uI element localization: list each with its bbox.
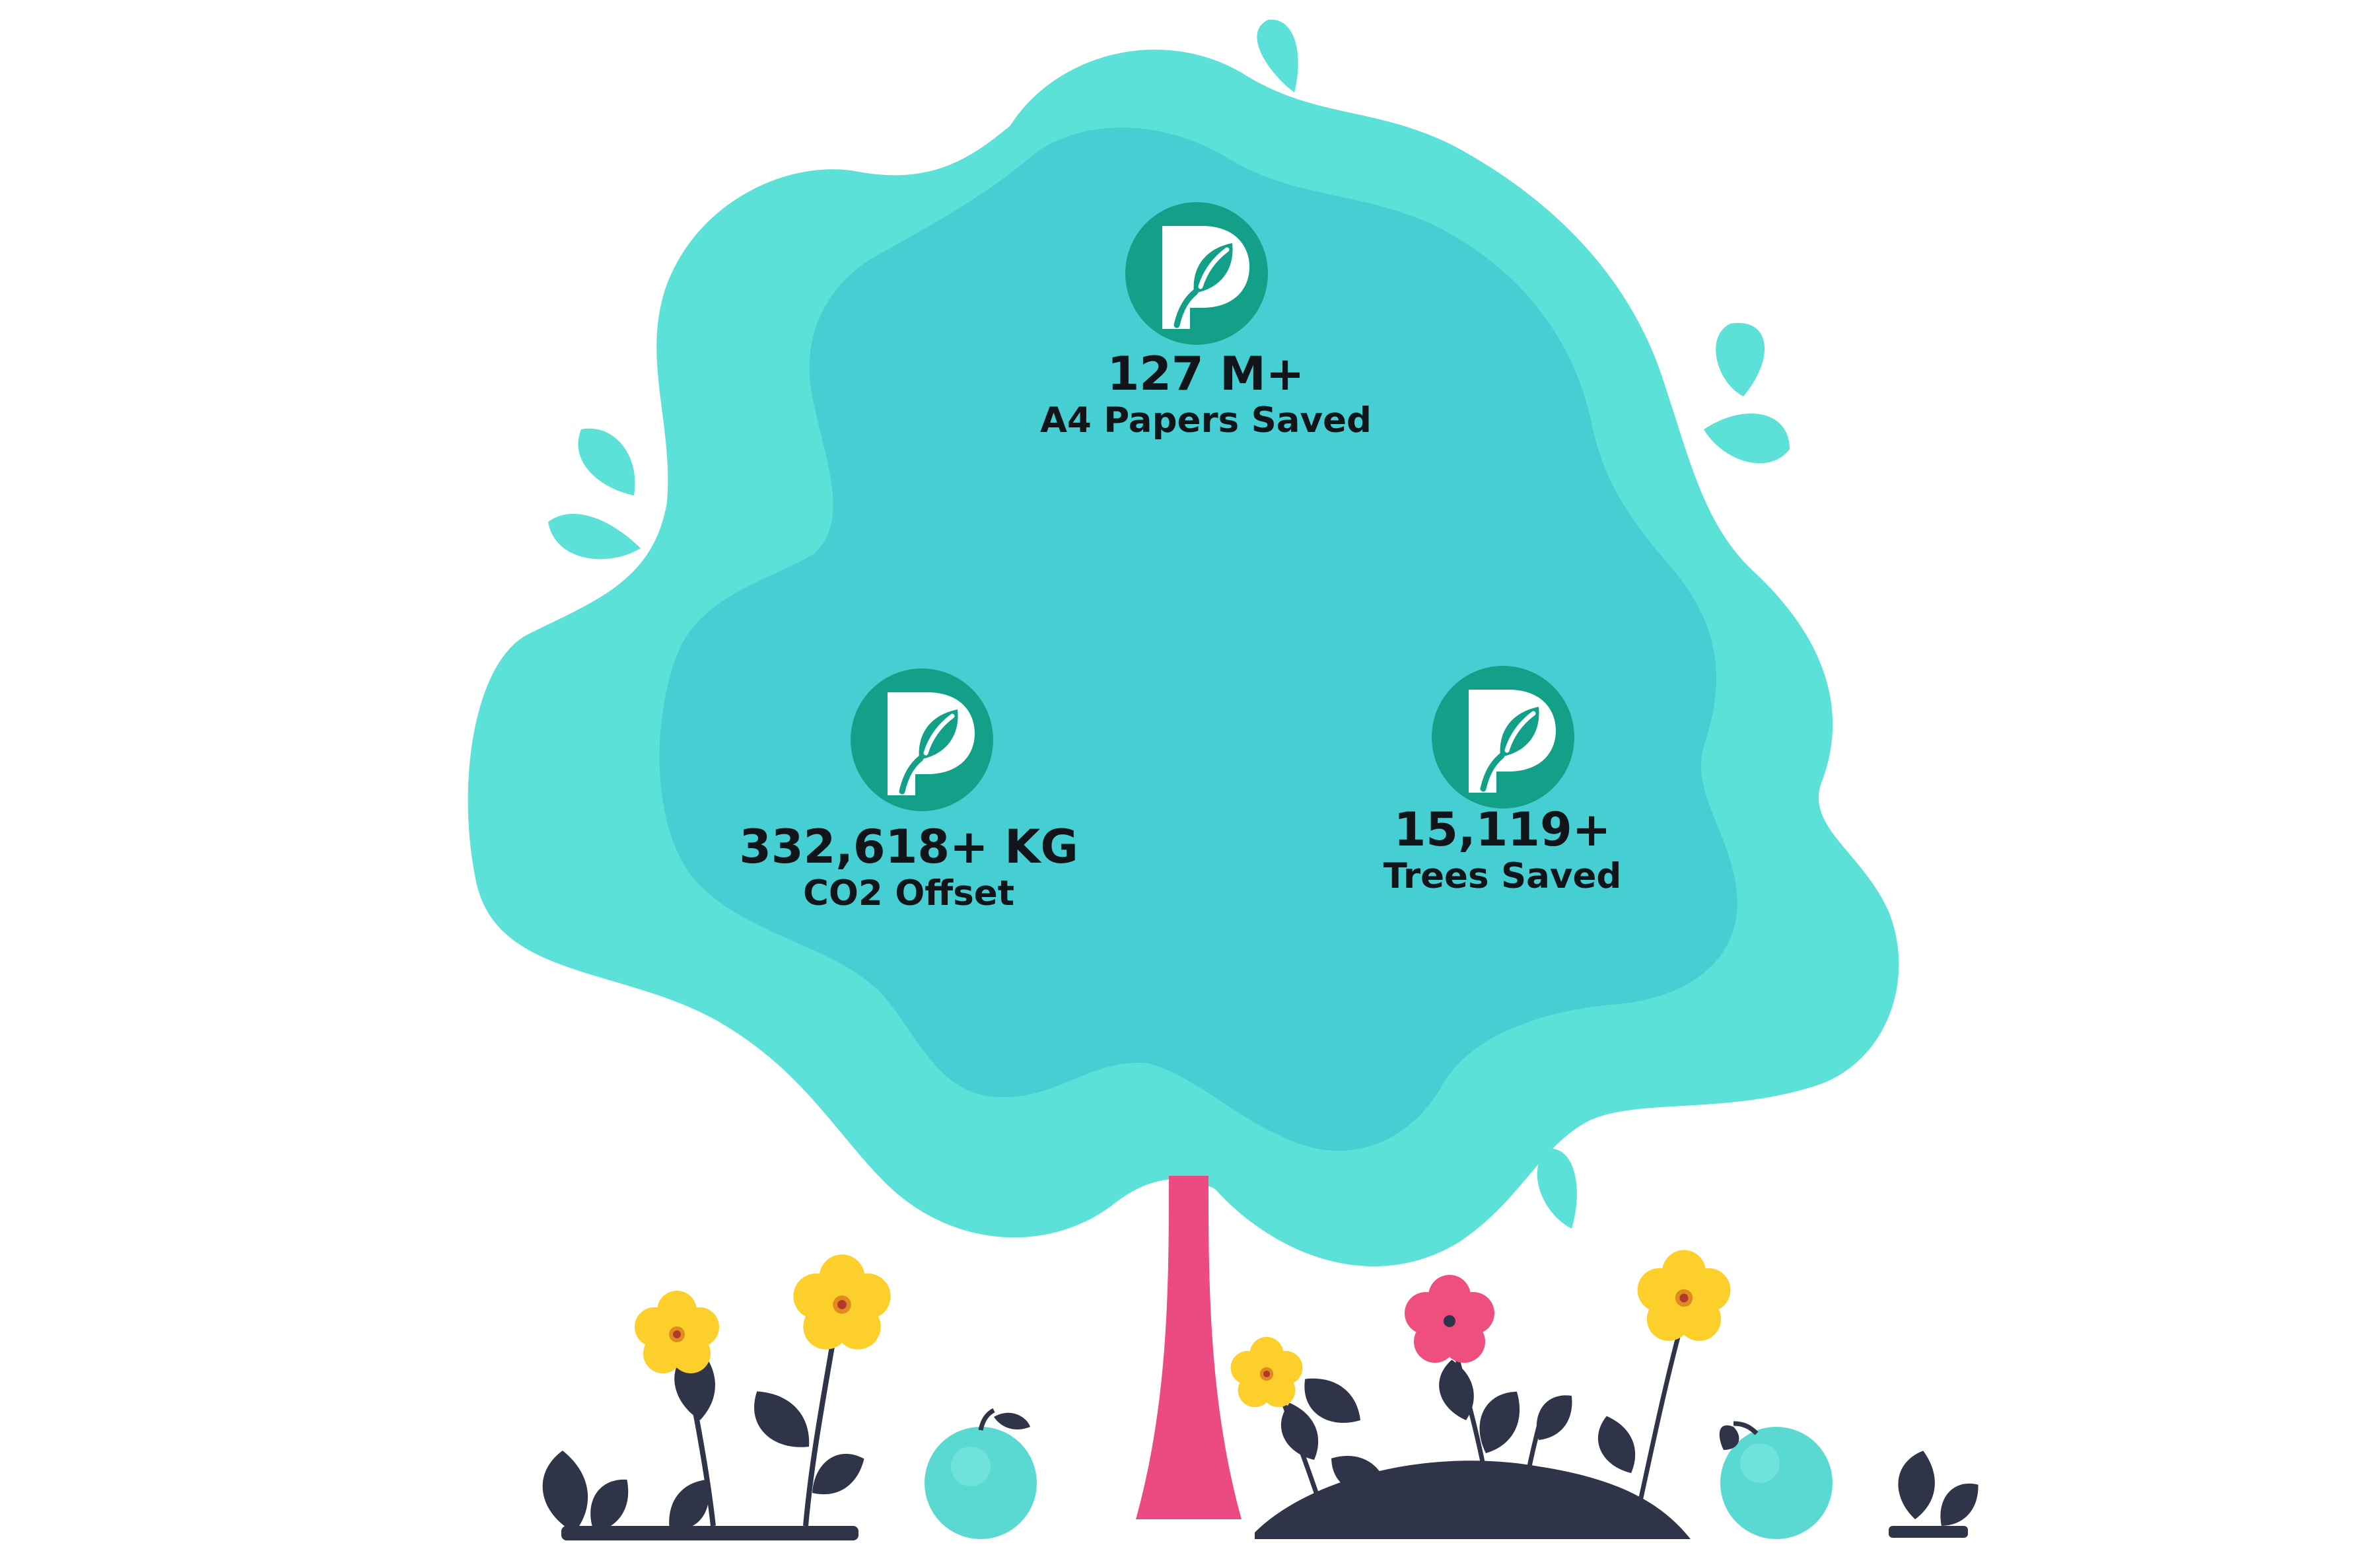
tree-trunk: [1136, 1176, 1242, 1519]
tree-canopy-inner: [659, 127, 1737, 1151]
apple-icon: [1719, 1421, 1833, 1539]
flower-icon: [1405, 1275, 1494, 1363]
flower-icon: [635, 1291, 719, 1373]
flower-icon: [1637, 1250, 1731, 1341]
stat-label: A4 Papers Saved: [1040, 400, 1372, 441]
stat-value: 127 M+: [1107, 347, 1305, 401]
stat-value: 15,119+: [1393, 803, 1611, 857]
stat-co2-offset: 332,618+ KG CO2 Offset: [739, 822, 1078, 915]
stat-label: CO2 Offset: [802, 873, 1015, 914]
water-drop-icon: [548, 19, 1790, 1229]
stat-value: 332,618+ KG: [739, 820, 1078, 874]
flower-icon: [793, 1254, 891, 1350]
apple-icon: [925, 1408, 1037, 1539]
flower-icon: [1230, 1336, 1303, 1408]
stat-trees-saved: 15,119+ Trees Saved: [1383, 805, 1622, 898]
leaf-p-logo-icon: [1432, 666, 1574, 809]
stat-papers-saved: 127 M+ A4 Papers Saved: [1040, 349, 1372, 442]
leaf-p-logo-icon: [1125, 202, 1268, 345]
leaf-p-logo-icon: [851, 668, 993, 811]
stat-label: Trees Saved: [1383, 856, 1622, 896]
